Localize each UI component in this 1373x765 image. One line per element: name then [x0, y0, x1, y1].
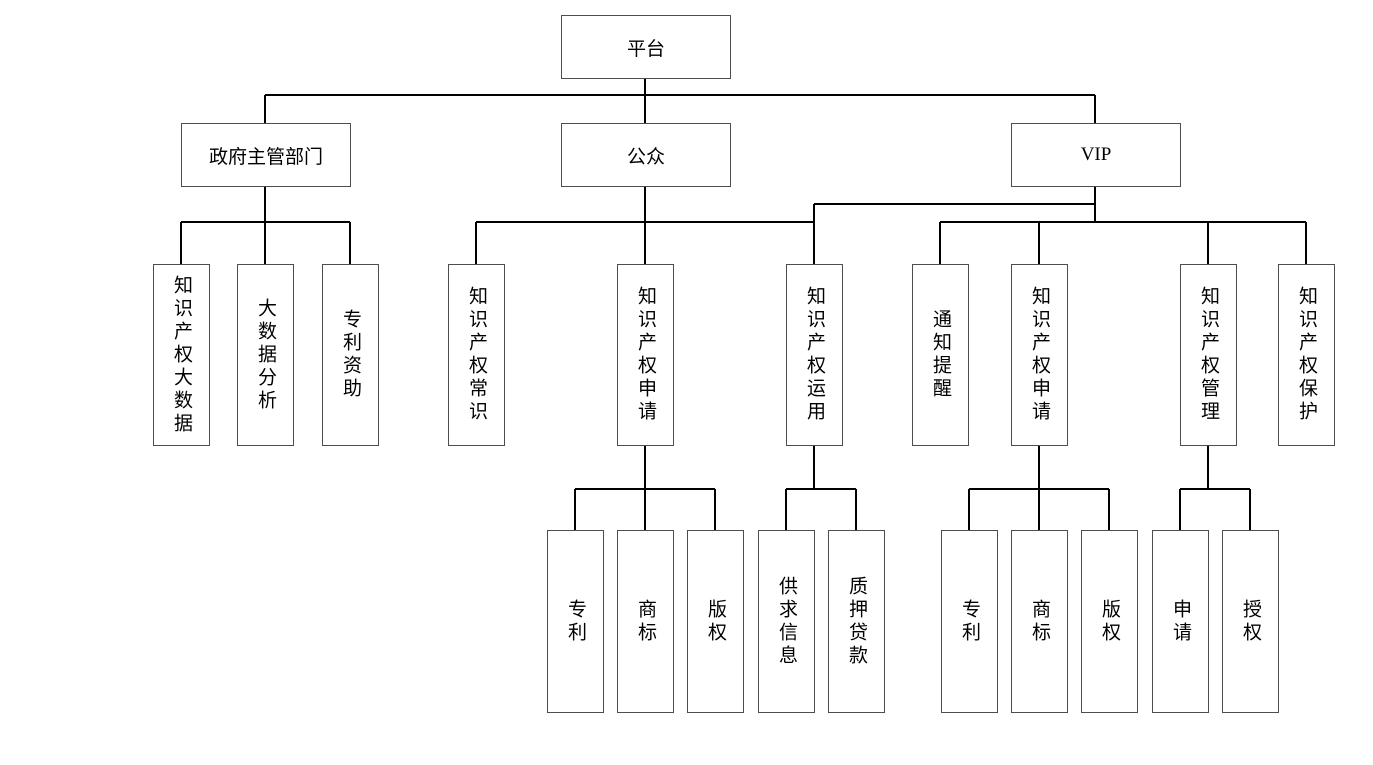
node-public-trademark: 商标	[617, 530, 674, 713]
node-label: 平台	[626, 38, 665, 60]
node-vip: VIP	[1011, 123, 1181, 187]
node-public: 公众	[561, 123, 731, 187]
node-label: 专利	[959, 598, 980, 645]
node-label: 政府主管部门	[208, 146, 323, 168]
node-label: 知识产权管理	[1198, 286, 1219, 424]
node-ip-basics: 知识产权常识	[448, 264, 505, 446]
node-label: 专利	[565, 598, 586, 645]
node-label: 公众	[626, 146, 665, 168]
node-vip-patent: 专利	[941, 530, 998, 713]
node-management-apply: 申请	[1152, 530, 1209, 713]
node-label: 知识产权大数据	[171, 274, 192, 436]
node-ip-big-data: 知识产权大数据	[153, 264, 210, 446]
node-label: 供求信息	[776, 575, 797, 668]
node-label: 知识产权常识	[466, 286, 487, 424]
node-label: 商标	[635, 598, 656, 645]
node-patent-funding: 专利资助	[322, 264, 379, 446]
node-government: 政府主管部门	[181, 123, 351, 187]
node-label: 质押贷款	[846, 575, 867, 668]
node-label: 知识产权申请	[635, 286, 656, 424]
node-ip-management: 知识产权管理	[1180, 264, 1237, 446]
node-vip-copyright: 版权	[1081, 530, 1138, 713]
node-label: 商标	[1029, 598, 1050, 645]
node-label: 授权	[1240, 598, 1261, 645]
node-label: 通知提醒	[930, 309, 951, 401]
node-vip-trademark: 商标	[1011, 530, 1068, 713]
node-label: 知识产权保护	[1296, 286, 1317, 424]
node-platform: 平台	[561, 15, 731, 79]
node-notifications: 通知提醒	[912, 264, 969, 446]
node-vip-ip-application: 知识产权申请	[1011, 264, 1068, 446]
node-public-ip-application: 知识产权申请	[617, 264, 674, 446]
node-label: 大数据分析	[255, 297, 276, 413]
node-supply-demand-info: 供求信息	[758, 530, 815, 713]
node-public-copyright: 版权	[687, 530, 744, 713]
node-label: 知识产权运用	[804, 286, 825, 424]
node-label: 专利资助	[340, 309, 361, 401]
node-label: 版权	[1099, 598, 1120, 645]
node-ip-utilization: 知识产权运用	[786, 264, 843, 446]
node-label: 申请	[1170, 598, 1191, 645]
node-ip-protection: 知识产权保护	[1278, 264, 1335, 446]
node-management-grant: 授权	[1222, 530, 1279, 713]
node-public-patent: 专利	[547, 530, 604, 713]
node-label: 版权	[705, 598, 726, 645]
node-label: VIP	[1080, 144, 1112, 165]
node-big-data-analysis: 大数据分析	[237, 264, 294, 446]
node-pledge-loan: 质押贷款	[828, 530, 885, 713]
node-label: 知识产权申请	[1029, 286, 1050, 424]
